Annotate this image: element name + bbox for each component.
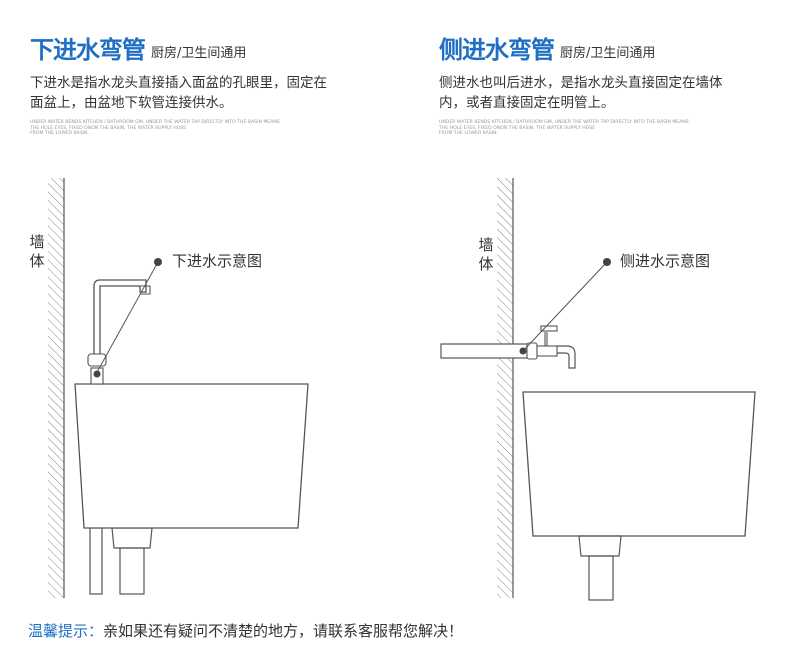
drain-pipe — [119, 547, 145, 595]
drain-pipe — [588, 555, 614, 601]
side-inlet-en-line-3: FROM THE LOWER BASIN. — [439, 131, 499, 137]
callout-dot-start — [93, 370, 101, 378]
under-inlet-en-line-2: THE HOLE EYES, FIXED ONON THE BASIN, THE… — [30, 125, 187, 131]
callout-line — [95, 261, 159, 375]
under-inlet-desc-line-2: 面盆上，由盆地下软管连接供水。 — [30, 95, 233, 111]
under-inlet-english-text: UNDER WATER BENDS KITCHEN / BATHROOM GM,… — [30, 120, 330, 137]
side-inlet-en-line-2: THE HOLE EYES, FIXED ONON THE BASIN, THE… — [439, 125, 596, 131]
wall-label-char-2: 体 — [29, 252, 45, 270]
under-inlet-en-line-3: FROM THE LOWER BASIN. — [30, 131, 90, 137]
drain-neck — [111, 527, 153, 549]
side-inlet-english-text: UNDER WATER BENDS KITCHEN / BATHROOM GM,… — [439, 120, 739, 137]
under-inlet-panel: 下进水弯管 厨房/卫生间通用 下进水是指水龙头直接插入面盆的孔眼里，固定在 面盆… — [0, 0, 395, 610]
basin — [522, 391, 756, 537]
faucet-body — [93, 279, 147, 354]
wall-label-char-1: 墙 — [29, 233, 45, 251]
under-inlet-title-row: 下进水弯管 厨房/卫生间通用 — [30, 36, 246, 64]
wall-pipe — [440, 343, 528, 359]
side-inlet-subtitle: 厨房/卫生间通用 — [560, 46, 656, 61]
faucet-body — [536, 345, 558, 357]
warm-tip-text: 亲如果还有疑问不清楚的地方，请联系客服帮您解决！ — [103, 622, 464, 640]
side-inlet-panel: 侧进水弯管 厨房/卫生间通用 侧进水也叫后进水，是指水龙头直接固定在墙体 内，或… — [395, 0, 790, 610]
under-inlet-description: 下进水是指水龙头直接插入面盆的孔眼里，固定在 面盆上，由盆地下软管连接供水。 — [30, 73, 375, 113]
callout-line — [522, 261, 608, 352]
callout-dot-end — [603, 258, 611, 266]
side-inlet-en-line-1: UNDER WATER BENDS KITCHEN / BATHROOM GM,… — [439, 120, 689, 125]
under-inlet-faucet-diagram-icon — [48, 178, 309, 598]
supply-hose — [89, 527, 103, 595]
side-inlet-title-row: 侧进水弯管 厨房/卫生间通用 — [439, 36, 655, 64]
wall-hatch — [48, 178, 64, 598]
under-inlet-title: 下进水弯管 — [30, 36, 146, 64]
drain-neck — [578, 535, 622, 557]
wall-label: 墙 体 — [29, 233, 45, 271]
faucet-handle — [541, 329, 557, 346]
under-inlet-callout-label: 下进水示意图 — [172, 252, 263, 270]
warm-tip: 温馨提示：亲如果还有疑问不清楚的地方，请联系客服帮您解决！ — [28, 620, 463, 641]
under-inlet-desc-line-1: 下进水是指水龙头直接插入面盆的孔眼里，固定在 — [30, 75, 327, 91]
wall-label: 墙 体 — [478, 236, 494, 274]
side-inlet-faucet-diagram-icon — [440, 178, 756, 601]
warm-tip-label: 温馨提示： — [28, 622, 104, 640]
callout-dot-start — [519, 347, 527, 355]
wall-label-char-2: 体 — [478, 255, 494, 273]
wall-label-char-1: 墙 — [478, 236, 494, 254]
under-inlet-en-line-1: UNDER WATER BENDS KITCHEN / BATHROOM GM,… — [30, 120, 280, 125]
faucet-handle-top — [540, 325, 558, 332]
under-inlet-subtitle: 厨房/卫生间通用 — [151, 46, 247, 61]
side-inlet-desc-line-1: 侧进水也叫后进水，是指水龙头直接固定在墙体 — [439, 75, 723, 91]
side-inlet-callout-label: 侧进水示意图 — [620, 252, 711, 270]
side-inlet-description: 侧进水也叫后进水，是指水龙头直接固定在墙体 内，或者直接固定在明管上。 — [439, 73, 784, 113]
wall-hatch — [497, 178, 513, 598]
side-inlet-title: 侧进水弯管 — [439, 36, 555, 64]
side-inlet-desc-line-2: 内，或者直接固定在明管上。 — [439, 95, 615, 111]
faucet-nut — [87, 353, 107, 367]
faucet-spout — [557, 345, 576, 369]
callout-dot-end — [154, 258, 162, 266]
basin — [74, 383, 309, 529]
